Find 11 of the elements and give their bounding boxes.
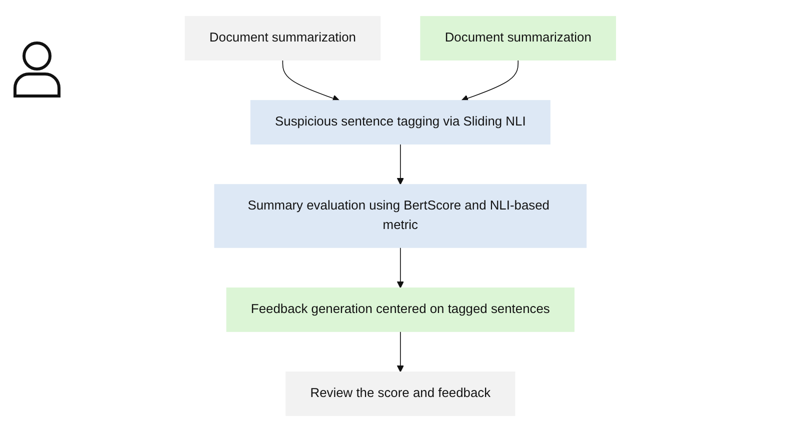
node-box: Document summarization — [420, 16, 616, 60]
node-box: Suspicious sentence tagging via Sliding NLI — [250, 100, 550, 144]
arrow — [396, 247, 404, 288]
arrow — [396, 144, 404, 185]
node-box: Feedback generation centered on tagged sentences — [226, 288, 574, 332]
node-box: Review the score and feedback — [285, 372, 515, 416]
arrow — [460, 60, 518, 102]
node-box: Summary evaluation using BertScore and NLI-based metric — [214, 184, 586, 248]
node-box: Document summarization — [184, 16, 380, 60]
arrow — [282, 60, 340, 102]
arrow — [396, 331, 404, 372]
